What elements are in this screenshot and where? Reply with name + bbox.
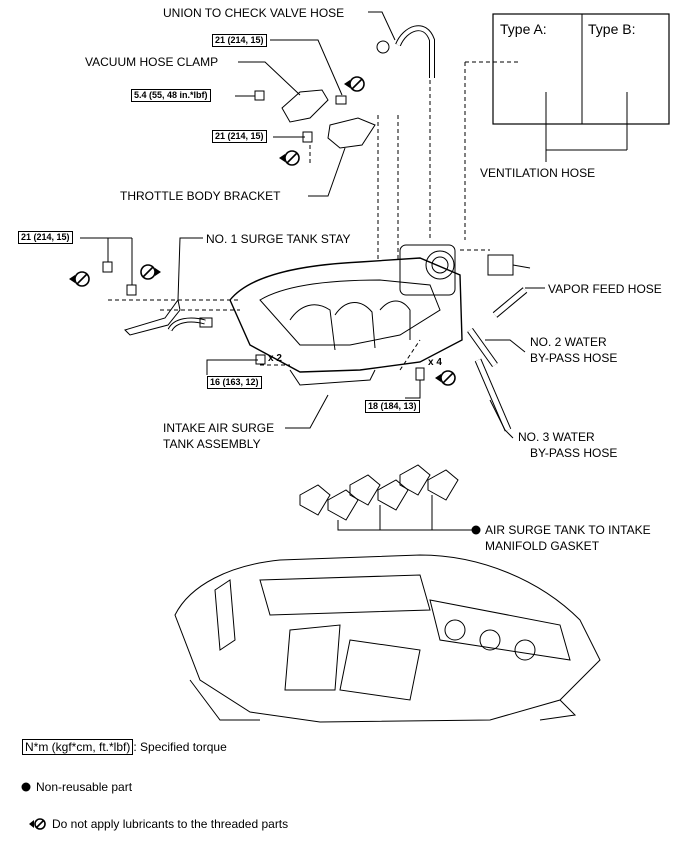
label-no2-water-bypass-hose-2: BY-PASS HOSE [530, 351, 618, 365]
torque-spec-stay: 21 (214, 15) [18, 231, 73, 244]
legend-torque-desc: : Specified torque [133, 740, 227, 754]
quantity-x2: x 2 [268, 353, 282, 364]
quantity-x4: x 4 [428, 357, 442, 368]
label-throttle-body-bracket: THROTTLE BODY BRACKET [120, 189, 281, 203]
label-no3-water-bypass-hose-2: BY-PASS HOSE [530, 446, 618, 460]
legend-no-lubricant-text: Do not apply lubricants to the threaded … [52, 817, 289, 831]
label-union-to-check-valve-hose: UNION TO CHECK VALVE HOSE [163, 6, 345, 20]
label-no3-water-bypass-hose-1: NO. 3 WATER [518, 430, 595, 444]
label-vapor-feed-hose: VAPOR FEED HOSE [548, 282, 662, 296]
torque-spec-16: 16 (163, 12) [207, 376, 262, 389]
engine-block-drawing [174, 554, 601, 723]
label-intake-air-surge-tank-2: TANK ASSEMBLY [163, 437, 261, 451]
legend-non-reusable: Non-reusable part [36, 780, 132, 794]
torque-spec-top: 21 (214, 15) [212, 34, 267, 47]
type-a-label: Type A: [500, 21, 547, 37]
hose-type-box [492, 13, 670, 125]
torque-spec-vacuum-clamp: 5.4 (55, 48 in.*lbf) [131, 89, 211, 102]
label-ventilation-hose: VENTILATION HOSE [480, 166, 596, 180]
torque-spec-bracket: 21 (214, 15) [212, 130, 267, 143]
label-intake-air-surge-tank-1: INTAKE AIR SURGE [163, 421, 275, 435]
legend-no-lubricant: Do not apply lubricants to the threaded … [52, 817, 288, 831]
label-no1-surge-tank-stay: NO. 1 SURGE TANK STAY [206, 232, 351, 246]
label-no2-water-bypass-hose-1: NO. 2 WATER [530, 335, 607, 349]
legend-torque: N*m (kgf*cm, ft.*lbf): Specified torque [22, 739, 227, 755]
legend-torque-key: N*m (kgf*cm, ft.*lbf) [22, 739, 134, 755]
gasket-outline [299, 464, 459, 521]
label-gasket-2: MANIFOLD GASKET [485, 539, 600, 553]
label-vacuum-hose-clamp: VACUUM HOSE CLAMP [85, 55, 219, 69]
legend-non-reusable-text: Non-reusable part [36, 780, 133, 794]
torque-spec-18: 18 (184, 13) [365, 400, 420, 413]
label-gasket-1: AIR SURGE TANK TO INTAKE [485, 523, 651, 537]
type-b-label: Type B: [588, 21, 636, 37]
